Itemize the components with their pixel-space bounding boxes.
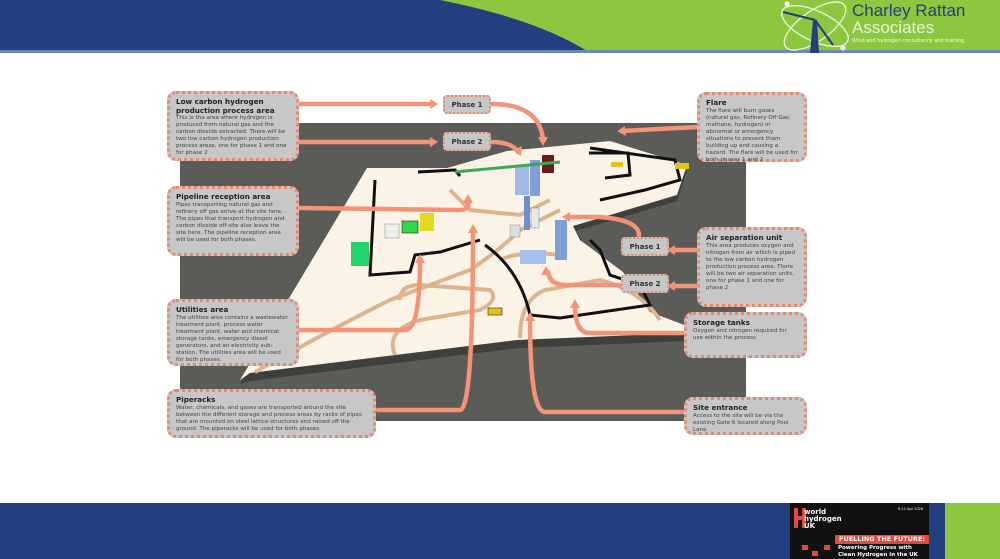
callout-utilities: Utilities area The utilities area contai… bbox=[167, 299, 299, 366]
phase-2-label-right: Phase 2 bbox=[621, 274, 669, 293]
callout-flare: Flare The flare will burn gases (natural… bbox=[697, 92, 807, 163]
callout-title: Utilities area bbox=[176, 305, 229, 314]
logo-name-2: Associates bbox=[852, 18, 935, 37]
phase-1-label-right: Phase 1 bbox=[621, 237, 669, 256]
callout-title: Storage tanks bbox=[693, 318, 750, 327]
callout-title: Pipeline reception area bbox=[176, 192, 271, 201]
callout-title: Air separation unit bbox=[706, 233, 783, 242]
callout-body: This is the area where hydrogen is produ… bbox=[176, 115, 287, 156]
callout-title: Low carbon hydrogen production process a… bbox=[176, 97, 275, 115]
logo-tagline: Wind and hydrogen consultancy and traini… bbox=[852, 38, 965, 44]
badge-date: 9-11 Apr 2026 bbox=[898, 507, 924, 511]
callout-body: This area produces oxygen and nitrogen f… bbox=[706, 242, 796, 291]
process-units bbox=[454, 155, 689, 316]
pixel-pattern-icon bbox=[802, 545, 830, 556]
arrowheads bbox=[415, 99, 675, 321]
callout-site-entrance: Site entrance Access to the site will be… bbox=[684, 397, 807, 435]
utilities-building bbox=[384, 223, 400, 239]
callout-body: Water, chemicals, and gases are transpor… bbox=[176, 404, 362, 432]
company-logo: Charley Rattan Associates Wind and hydro… bbox=[852, 1, 966, 45]
callout-storage-tanks: Storage tanks Oxygen and nitrogen requir… bbox=[684, 312, 807, 358]
callout-body: Access to the site will be via the exist… bbox=[693, 412, 789, 433]
h-logo-icon bbox=[794, 508, 806, 528]
callout-body: Oxygen and nitrogen required for use wit… bbox=[693, 327, 787, 341]
green-area bbox=[351, 242, 369, 266]
logo-name: Charley Rattan bbox=[852, 1, 966, 20]
badge-headline: FUELLING THE FUTURE: bbox=[835, 535, 929, 544]
callout-title: Site entrance bbox=[693, 403, 748, 412]
callout-title: Piperacks bbox=[176, 395, 216, 404]
header-banner: Charley Rattan Associates Wind and hydro… bbox=[0, 0, 1000, 53]
callout-hydrogen-production: Low carbon hydrogen production process a… bbox=[167, 91, 299, 161]
utilities-equipment bbox=[420, 213, 434, 231]
phase-1-label-top: Phase 1 bbox=[443, 95, 491, 114]
callout-piperacks: Piperacks Water, chemicals, and gases ar… bbox=[167, 389, 376, 438]
callout-air-separation: Air separation unit This area produces o… bbox=[697, 227, 807, 307]
callout-body: Pipes transporting natural gas and refin… bbox=[176, 201, 285, 243]
callout-body: The utilities area contains a wastewater… bbox=[176, 314, 288, 363]
callout-pipeline-reception: Pipeline reception area Pipes transporti… bbox=[167, 186, 299, 256]
header-blue-swoosh bbox=[0, 0, 1000, 53]
footer-green-strip bbox=[945, 503, 1000, 559]
wind-turbine-logo-icon bbox=[781, 1, 849, 53]
callout-title: Flare bbox=[706, 98, 727, 107]
utilities-tank-area bbox=[401, 220, 419, 234]
callout-body: The flare will burn gases (natural gas, … bbox=[706, 107, 798, 163]
phase-2-label-top: Phase 2 bbox=[443, 132, 491, 151]
